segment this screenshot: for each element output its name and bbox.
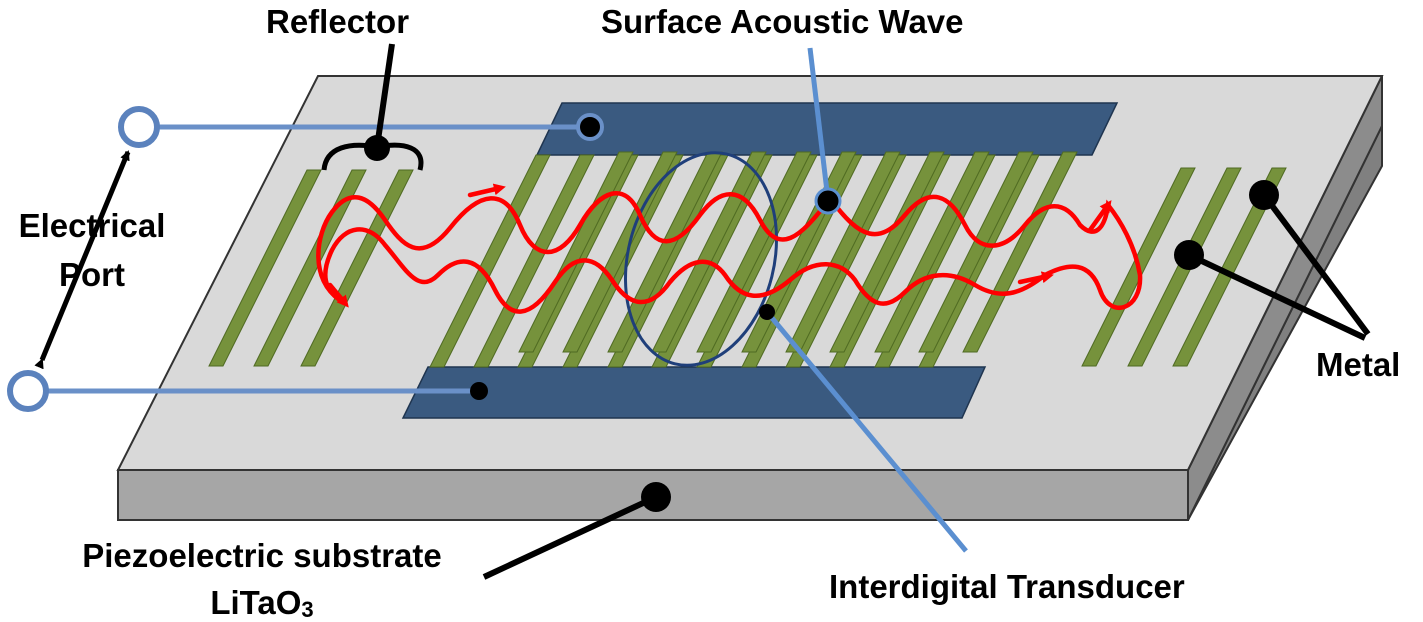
piezoelectric-substrate-label: Piezoelectric substrate [82, 537, 442, 574]
idt-leader [765, 310, 968, 553]
electrical-port-label-line1: Electrical [19, 207, 166, 244]
metal-dot-2 [1174, 240, 1204, 270]
litao3-main: LiTaO [210, 584, 301, 621]
reflector-leader [374, 43, 395, 148]
bottom-bus-contact [470, 382, 488, 400]
reflector-dot [364, 135, 390, 161]
idt-dot [759, 304, 775, 320]
metal-dot-1 [1249, 180, 1279, 210]
reflector-label: Reflector [266, 3, 409, 40]
electrical-port-label-line2: Port [59, 256, 125, 293]
surface-acoustic-wave-label: Surface Acoustic Wave [601, 3, 964, 40]
metal-leader-1 [1261, 193, 1371, 336]
saw-leader [807, 47, 831, 201]
idt-highlight-ellipse [624, 151, 778, 367]
idt-finger-top-10 [918, 151, 1034, 353]
wave-lower [323, 227, 1048, 314]
metal-label: Metal [1316, 346, 1400, 383]
idt-finger-2 [473, 154, 595, 368]
top-bus-contact [576, 113, 604, 141]
substrate-leader [482, 494, 658, 580]
substrate-dot [641, 482, 671, 512]
port-double-arrow [34, 150, 131, 370]
saw-dot [814, 187, 842, 215]
bottom-port-terminal [7, 370, 49, 412]
leader-lines [321, 43, 1371, 580]
idt-finger-top-4 [651, 151, 767, 353]
idt-finger-top-9 [874, 151, 990, 353]
wave-arrow-left [327, 282, 349, 308]
idt-finger-top-7 [785, 151, 901, 353]
idt-finger-top-5 [696, 151, 812, 353]
litao3-label: LiTaO3 [210, 584, 313, 622]
wave-arrow-right [1087, 200, 1112, 233]
wave-arrow-bottom-right [1017, 271, 1054, 285]
wave-arrow-top-left [467, 183, 506, 198]
litao3-subscript: 3 [301, 597, 313, 622]
reflector-finger-left-1 [208, 169, 322, 367]
electrical-port-wiring [7, 106, 604, 412]
top-port-terminal [118, 106, 160, 148]
idt-finger-1 [429, 154, 551, 368]
top-bus-bar [535, 102, 1119, 156]
reflector-finger-right-3 [1172, 167, 1287, 367]
metal-leader-2 [1187, 252, 1367, 341]
interdigital-transducer-label: Interdigital Transducer [829, 568, 1185, 605]
idt-finger-top-2 [562, 151, 678, 353]
bottom-bus-bar [401, 366, 987, 419]
surface-acoustic-wave [316, 183, 1143, 314]
